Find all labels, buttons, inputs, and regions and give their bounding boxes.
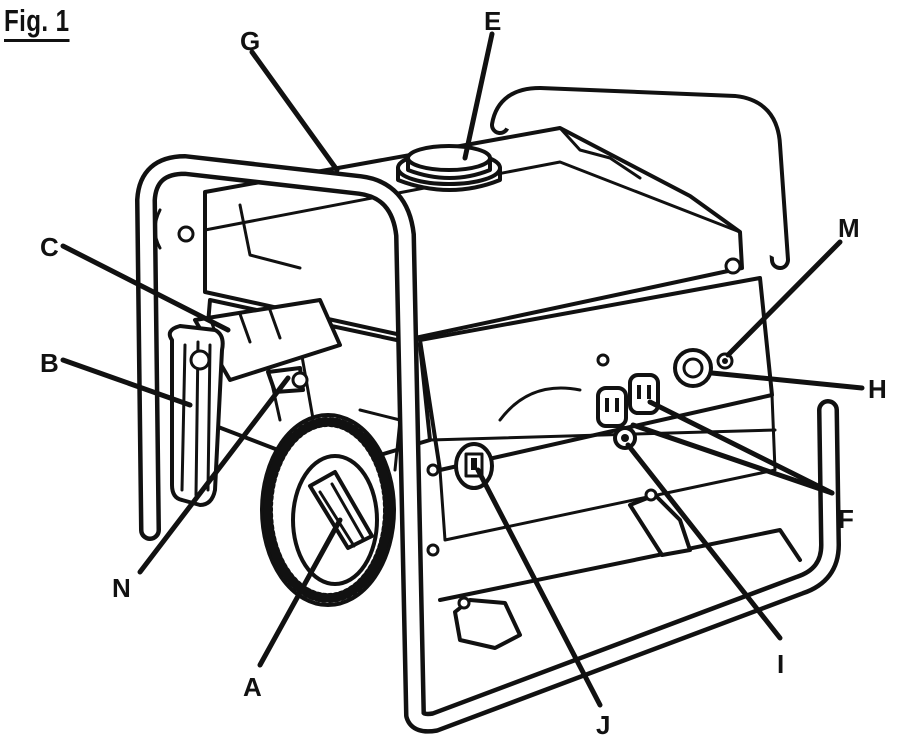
leader-i — [625, 442, 783, 641]
callout-i: I — [777, 649, 784, 679]
leader-c — [60, 243, 231, 333]
control-panel — [418, 276, 777, 557]
callout-m: M — [838, 213, 860, 243]
circuit-breaker — [613, 426, 637, 450]
base-and-feet — [438, 488, 802, 650]
callout-n: N — [112, 573, 131, 603]
front-frame — [135, 154, 841, 734]
leader-a — [257, 517, 343, 668]
leader-e — [462, 31, 495, 161]
callout-g: F — [838, 504, 854, 534]
leader-g1 — [647, 399, 835, 496]
leader-f — [249, 49, 340, 173]
leader-h — [709, 370, 865, 391]
muffler — [167, 324, 225, 507]
leader-lines — [60, 31, 865, 708]
callout-a: A — [243, 672, 262, 702]
choke-lever — [266, 366, 309, 394]
callout-c: C — [40, 232, 59, 262]
dc-outlet — [673, 348, 713, 388]
callout-j: J — [596, 710, 610, 740]
ground-terminal — [716, 352, 734, 370]
callout-b: B — [40, 348, 59, 378]
leader-m — [725, 239, 843, 358]
recoil-starter — [260, 408, 402, 607]
leader-n — [137, 375, 291, 575]
leader-g2 — [630, 422, 835, 496]
outlets — [596, 373, 660, 428]
leader-j — [475, 467, 603, 708]
callout-labels: G E C B N A J I F H M — [40, 6, 887, 740]
leader-b — [60, 357, 193, 408]
fuel-cap — [396, 144, 502, 192]
callout-e: E — [484, 6, 501, 36]
callout-h: H — [868, 374, 887, 404]
figure-title: Fig. 1 — [4, 4, 70, 42]
callout-f: G — [240, 26, 260, 56]
